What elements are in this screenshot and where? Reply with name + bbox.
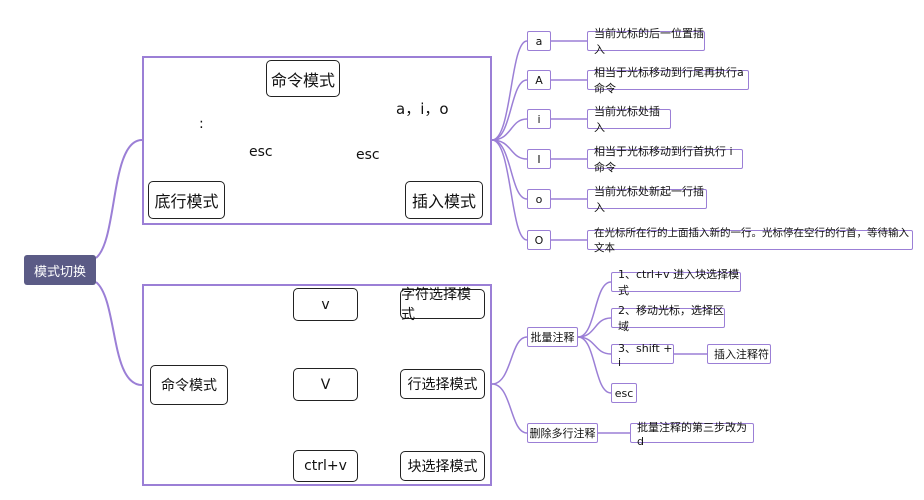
V-key-node: V — [293, 368, 358, 401]
batch-comment-step-esc: esc — [611, 383, 637, 403]
insert-desc-O: 在光标所在行的上面插入新的一行。光标停在空行的行首，等待输入文本 — [587, 227, 913, 254]
batch-comment-node: 批量注释 — [527, 327, 578, 347]
esc-right-edge-label: esc — [356, 147, 380, 163]
insert-desc-a: 当前光标的后一位置插入 — [587, 27, 705, 56]
insert-desc-i: 当前光标处插入 — [587, 105, 671, 134]
command-mode-node: 命令模式 — [266, 60, 340, 97]
v-key-node: v — [293, 288, 358, 321]
char-select-mode-node: 字符选择模式 — [400, 287, 485, 323]
insert-desc-o: 当前光标处新起一行插入 — [587, 185, 707, 214]
ctrl-v-key-node: ctrl+v — [293, 450, 358, 482]
insert-mode-node: 插入模式 — [405, 181, 483, 219]
bottom-line-mode-node: 底行模式 — [148, 181, 225, 219]
key-desc-links — [551, 40, 587, 241]
insert-key-O: O — [527, 230, 551, 250]
root-node: 模式切换 — [24, 255, 96, 285]
colon-edge-label: : — [199, 116, 204, 132]
lower-branch-connectors — [491, 281, 707, 434]
insert-key-o: o — [527, 189, 551, 209]
root-to-upper-connector — [95, 139, 143, 259]
insert-key-a: a — [527, 31, 551, 51]
batch-comment-step-3: 3、shift + i — [611, 342, 674, 369]
root-to-lower-connector — [95, 281, 143, 386]
batch-comment-step-1: 1、ctrl+v 进入块选择模式 — [611, 268, 741, 297]
lower-command-mode-node: 命令模式 — [150, 365, 228, 405]
batch-uncomment-detail: 批量注释的第三步改为 d — [630, 421, 754, 448]
upper-branch-connectors — [491, 40, 528, 241]
insert-desc-A: 相当于光标移动到行尾再执行a命令 — [587, 66, 749, 95]
insert-key-A: A — [527, 70, 551, 90]
batch-uncomment-node: 删除多行注释 — [527, 423, 598, 443]
batch-comment-step3-detail: 插入注释符 — [707, 344, 771, 364]
batch-comment-step-2: 2、移动光标，选择区域 — [611, 304, 725, 333]
line-select-mode-node: 行选择模式 — [400, 369, 485, 399]
aio-edge-label: a，i，o — [396, 100, 449, 118]
insert-key-I: I — [527, 149, 551, 169]
insert-desc-I: 相当于光标移动到行首执行 i 命令 — [587, 145, 743, 174]
insert-key-i: i — [527, 109, 551, 129]
esc-left-edge-label: esc — [249, 144, 273, 160]
block-select-mode-node: 块选择模式 — [400, 451, 485, 481]
